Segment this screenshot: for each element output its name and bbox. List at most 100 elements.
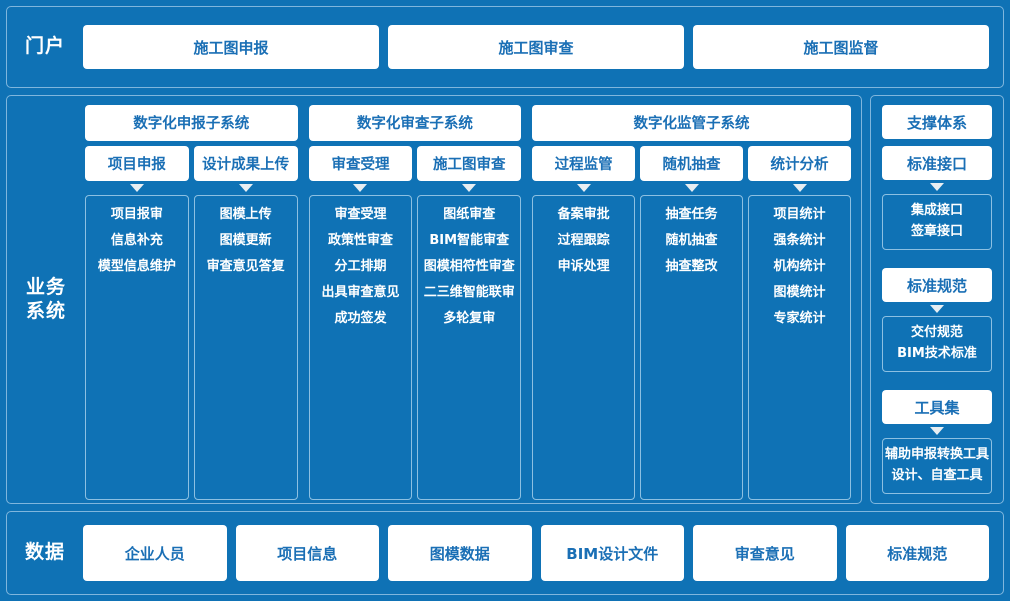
support-item: 集成接口	[910, 203, 963, 218]
business-system-columns: 数字化申报子系统 项目申报 设计成果上传 数字化审查子系统 审查受理 施工图审查	[85, 100, 851, 500]
chevron-down-icon	[462, 183, 477, 192]
chevron-down-icon	[353, 183, 368, 192]
subsystem-supervision: 数字化监管子系统 过程监管 随机抽查 统计分析	[532, 104, 851, 181]
chevron-down-icon	[929, 305, 944, 314]
detail-item: 审查意见答复	[206, 258, 285, 274]
detail-item: 申诉处理	[557, 258, 610, 274]
module-review-acceptance[interactable]: 审查受理	[308, 145, 413, 181]
detail-item: 图模统计	[773, 284, 826, 300]
detail-item: 抽查任务	[665, 206, 718, 222]
detail-item: 专家统计	[773, 310, 826, 326]
subsystem-supervision-title[interactable]: 数字化监管子系统	[532, 104, 851, 141]
detail-panel-review-acceptance: 审查受理 政策性审查 分工排期 出具审查意见 成功签发	[308, 194, 413, 500]
support-header-standard-interface[interactable]: 标准接口	[881, 146, 992, 180]
subsystem-supervision-modules: 过程监管 随机抽查 统计分析	[532, 145, 851, 181]
data-item-3[interactable]: BIM设计文件	[540, 525, 684, 581]
module-arrow-row	[85, 183, 851, 192]
business-system-label-line2: 系统	[25, 299, 66, 322]
module-drawing-review[interactable]: 施工图审查	[417, 145, 522, 181]
subsystem-declaration-modules: 项目申报 设计成果上传	[85, 145, 298, 181]
detail-item: 项目报审	[110, 206, 163, 222]
subsystem-review: 数字化审查子系统 审查受理 施工图审查	[308, 104, 522, 181]
detail-item: 随机抽查	[665, 232, 718, 248]
arrow-cell	[640, 183, 743, 192]
module-statistics-analysis[interactable]: 统计分析	[748, 145, 851, 181]
subsystem-header-row: 数字化申报子系统 项目申报 设计成果上传 数字化审查子系统 审查受理 施工图审查	[85, 104, 851, 181]
arrow-cell	[85, 183, 189, 192]
arrow-group-supervision	[532, 183, 851, 192]
chevron-down-icon	[929, 427, 944, 436]
data-item-2[interactable]: 图模数据	[388, 525, 532, 581]
arrow-cell	[748, 183, 851, 192]
support-body-toolset: 辅助申报转换工具 设计、自查工具	[881, 438, 992, 494]
subsystem-declaration: 数字化申报子系统 项目申报 设计成果上传	[85, 104, 298, 181]
data-item-0[interactable]: 企业人员	[83, 525, 227, 581]
data-section: 数据 企业人员 项目信息 图模数据 BIM设计文件 审查意见 标准规范	[6, 511, 1004, 595]
support-system-title[interactable]: 支撑体系	[881, 105, 992, 139]
detail-item: 图模更新	[219, 232, 272, 248]
detail-group-declaration: 项目报审 信息补充 模型信息维护 图模上传 图模更新 审查意见答复	[85, 194, 298, 500]
subsystem-declaration-title[interactable]: 数字化申报子系统	[85, 104, 298, 141]
chevron-down-icon	[684, 183, 699, 192]
support-item: 交付规范	[910, 325, 963, 341]
subsystem-review-title[interactable]: 数字化审查子系统	[308, 104, 522, 141]
portal-item-0[interactable]: 施工图申报	[83, 25, 379, 69]
detail-item: 机构统计	[773, 258, 826, 274]
portal-section-label: 门户	[24, 35, 65, 58]
portal-item-list: 施工图申报 施工图审查 施工图监督	[83, 25, 989, 69]
portal-item-2[interactable]: 施工图监督	[693, 25, 989, 69]
business-system-label-line1: 业务	[25, 275, 66, 298]
module-random-inspection[interactable]: 随机抽查	[640, 145, 744, 181]
module-design-upload[interactable]: 设计成果上传	[193, 145, 298, 181]
detail-item: 图模相符性审查	[423, 258, 515, 274]
detail-panel-random-inspection: 抽查任务 随机抽查 抽查整改	[640, 194, 744, 500]
detail-item: 模型信息维护	[97, 258, 176, 274]
detail-panel-statistics-analysis: 项目统计 强条统计 机构统计 图模统计 专家统计	[748, 194, 851, 500]
support-system-section: 支撑体系 标准接口 集成接口 签章接口 标准规范 交付规范 BIM技术标准 工具…	[869, 95, 1004, 504]
detail-item: 多轮复审	[443, 310, 496, 326]
subsystem-review-modules: 审查受理 施工图审查	[308, 145, 522, 181]
detail-panel-process-supervision: 备案审批 过程跟踪 申诉处理	[532, 194, 636, 500]
support-arrow-2	[882, 424, 992, 438]
detail-item: 分工排期	[334, 258, 387, 274]
data-item-list: 企业人员 项目信息 图模数据 BIM设计文件 审查意见 标准规范	[83, 525, 989, 581]
support-body-standard-spec: 交付规范 BIM技术标准	[881, 316, 992, 372]
module-detail-row: 项目报审 信息补充 模型信息维护 图模上传 图模更新 审查意见答复 审查受理	[85, 194, 851, 500]
portal-section: 门户 施工图申报 施工图审查 施工图监督	[6, 6, 1004, 88]
arrow-group-declaration	[85, 183, 298, 192]
support-body-standard-interface: 集成接口 签章接口	[881, 194, 992, 250]
support-header-standard-spec[interactable]: 标准规范	[881, 268, 992, 303]
data-section-label: 数据	[24, 541, 65, 564]
detail-group-supervision: 备案审批 过程跟踪 申诉处理 抽查任务 随机抽查 抽查整改 项目统计 强条统计	[532, 194, 851, 500]
detail-item: 信息补充	[110, 232, 163, 248]
arrow-cell	[532, 183, 635, 192]
business-system-section: 业务 系统 数字化申报子系统 项目申报 设计成果上传 数字化审查子系统	[6, 95, 862, 504]
data-item-5[interactable]: 标准规范	[845, 525, 989, 581]
detail-item: 图模上传	[219, 206, 272, 222]
detail-item: 二三维智能联审	[423, 284, 515, 300]
detail-panel-project-declaration: 项目报审 信息补充 模型信息维护	[85, 194, 189, 500]
detail-panel-design-upload: 图模上传 图模更新 审查意见答复	[193, 194, 298, 500]
business-system-label: 业务 系统	[7, 276, 85, 324]
support-header-toolset[interactable]: 工具集	[881, 390, 992, 425]
detail-group-review: 审查受理 政策性审查 分工排期 出具审查意见 成功签发 图纸审查 BIM智能审查…	[308, 194, 522, 500]
module-process-supervision[interactable]: 过程监管	[532, 145, 636, 181]
arrow-cell	[417, 183, 521, 192]
arrow-group-review	[309, 183, 522, 192]
module-project-declaration[interactable]: 项目申报	[85, 145, 189, 181]
portal-item-1[interactable]: 施工图审查	[388, 25, 684, 69]
data-item-1[interactable]: 项目信息	[235, 525, 379, 581]
support-item: 签章接口	[910, 223, 963, 239]
spacer	[882, 250, 992, 268]
support-item: BIM技术标准	[897, 346, 977, 361]
detail-item: 出具审查意见	[321, 284, 400, 300]
data-item-4[interactable]: 审查意见	[693, 525, 837, 581]
detail-item: 抽查整改	[665, 258, 718, 274]
detail-item: 政策性审查	[327, 232, 393, 248]
chevron-down-icon	[238, 183, 253, 192]
support-item: 设计、自查工具	[891, 468, 983, 484]
detail-item: 成功签发	[334, 310, 387, 326]
detail-item: 过程跟踪	[557, 232, 610, 248]
arrow-cell	[194, 183, 298, 192]
